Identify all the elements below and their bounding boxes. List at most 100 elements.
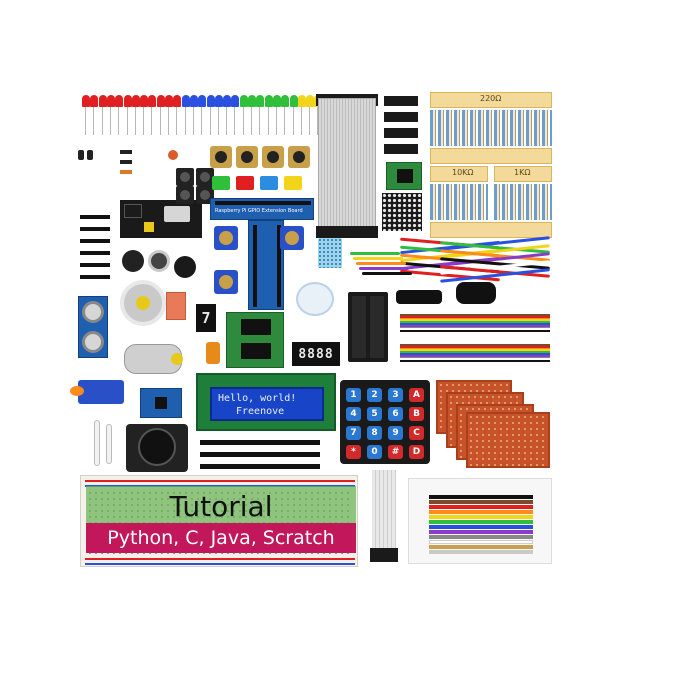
rainbow-jumper-bundle [400, 344, 550, 362]
led-leg [118, 107, 120, 135]
rainbow-wire [400, 354, 550, 357]
resistor-strip-220-bottom [430, 148, 552, 164]
mpu6050-module [140, 388, 182, 418]
led-leg [168, 107, 169, 135]
rainbow-wire [400, 328, 550, 331]
led-leg [201, 107, 203, 135]
buzzer-active [122, 250, 144, 272]
resistor-color-code-card [408, 478, 552, 564]
led-blue [223, 95, 232, 107]
tutorial-languages: Python, C, Java, Scratch [86, 523, 356, 553]
resistor-strip-10k [430, 166, 488, 182]
rainbow-wire [400, 351, 550, 353]
gpio-extension-board: Raspberry Pi GPIO Extension Board [210, 198, 314, 220]
battery-snap [456, 282, 496, 304]
led-leg [176, 107, 178, 135]
led-leg [284, 107, 286, 135]
led-red [115, 95, 124, 107]
seven-segment-4digit: 8888 [292, 342, 340, 366]
led-blue [214, 95, 223, 107]
female-header [384, 144, 418, 154]
led-red [90, 95, 99, 107]
jumper-wire [359, 267, 409, 270]
rainbow-wire [400, 347, 550, 350]
keypad-key: B [409, 407, 424, 421]
led-leg [126, 107, 128, 135]
large-button [262, 146, 284, 168]
stepper-driver-board [166, 292, 186, 320]
led-red [156, 95, 165, 107]
battery-holder [348, 292, 388, 362]
dht11-sensor [318, 238, 342, 268]
color-code-row [429, 510, 533, 514]
seven-segment-digit: 7 [201, 309, 211, 327]
led-green [264, 95, 273, 107]
gpio-t-board [248, 220, 284, 310]
keypad-key: D [409, 445, 424, 459]
male-header-strip [200, 440, 320, 445]
led-leg [275, 107, 277, 135]
button-cap [260, 176, 278, 190]
led-blue [181, 95, 190, 107]
color-code-row [429, 525, 533, 529]
tact-button [176, 186, 194, 204]
rainbow-jumper-bundle [400, 314, 550, 332]
rainbow-wire [400, 323, 550, 325]
led-leg [317, 107, 319, 135]
tact-button [196, 168, 214, 186]
led-leg [134, 107, 136, 135]
stepper-motor [120, 280, 166, 326]
led-red [148, 95, 157, 107]
pir-sensor [296, 282, 334, 316]
led-leg [309, 107, 311, 135]
servo-motor [70, 380, 124, 404]
keypad-key: 4 [346, 407, 361, 421]
keypad-key: 6 [388, 407, 403, 421]
rainbow-wire [400, 345, 550, 348]
led-leg [151, 107, 153, 135]
keypad-key: C [409, 426, 424, 440]
led-leg [242, 107, 244, 135]
rainbow-wire [400, 319, 550, 322]
resistor-strip-1k [494, 166, 552, 182]
led-leg [226, 107, 228, 135]
rainbow-wire [400, 349, 550, 352]
color-code-row [429, 500, 533, 504]
lcd1602-module: Hello, world! Freenove [196, 373, 336, 431]
led-leg [267, 107, 269, 135]
prototype-pcb [466, 412, 550, 468]
keypad-key: 0 [367, 445, 382, 459]
photoresistors [78, 150, 100, 164]
led-yellow [306, 95, 315, 107]
rainbow-wire [400, 358, 550, 361]
potentiometer [280, 226, 304, 250]
seven-segment-4digit-value: 8888 [298, 346, 334, 362]
led-leg [251, 107, 252, 135]
resistor-label-10k: 10KΩ [452, 168, 474, 177]
pin-headers [80, 215, 114, 285]
led-leg [143, 107, 145, 135]
jumper-wire [353, 257, 403, 260]
color-code-row [429, 535, 533, 539]
led-leg [159, 107, 161, 135]
led-red [173, 95, 182, 107]
large-button [210, 146, 232, 168]
rainbow-wire [400, 315, 550, 318]
led-leg [93, 107, 95, 135]
led-dot-matrix [382, 193, 422, 231]
rainbow-wire [400, 326, 550, 329]
led-leg [184, 107, 186, 135]
large-button [236, 146, 258, 168]
servo-horns [90, 420, 120, 470]
led-blue [206, 95, 215, 107]
led-leg [292, 107, 294, 135]
keypad-key: 1 [346, 388, 361, 402]
led-leg [109, 107, 111, 135]
dc-motor [124, 344, 183, 374]
rainbow-wire [400, 344, 550, 346]
potentiometer [214, 270, 238, 294]
led-green [281, 95, 290, 107]
keypad-key: * [346, 445, 361, 459]
keypad-key: 3 [388, 388, 403, 402]
potentiometer [214, 226, 238, 250]
